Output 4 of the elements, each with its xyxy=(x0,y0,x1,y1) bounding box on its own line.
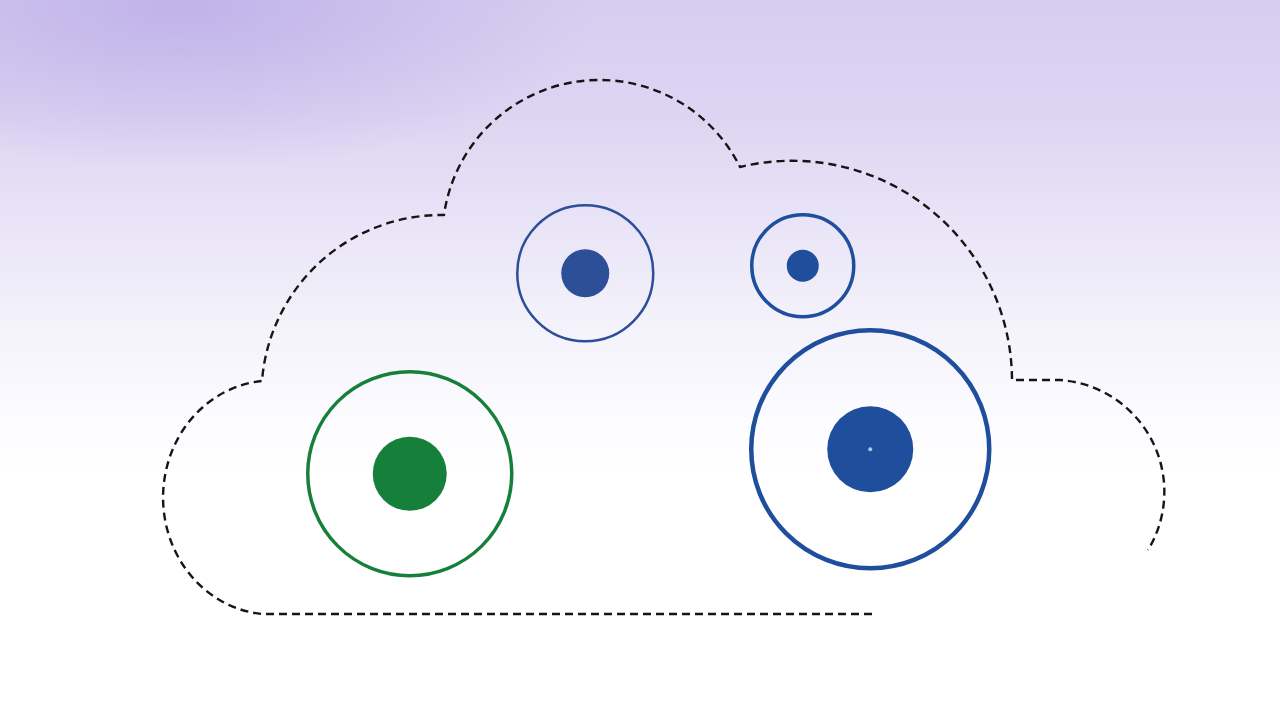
ring-with-dot xyxy=(515,203,655,343)
ring-with-dot xyxy=(750,213,856,319)
ring-with-dot xyxy=(306,370,514,578)
ring-with-dot xyxy=(748,327,992,571)
